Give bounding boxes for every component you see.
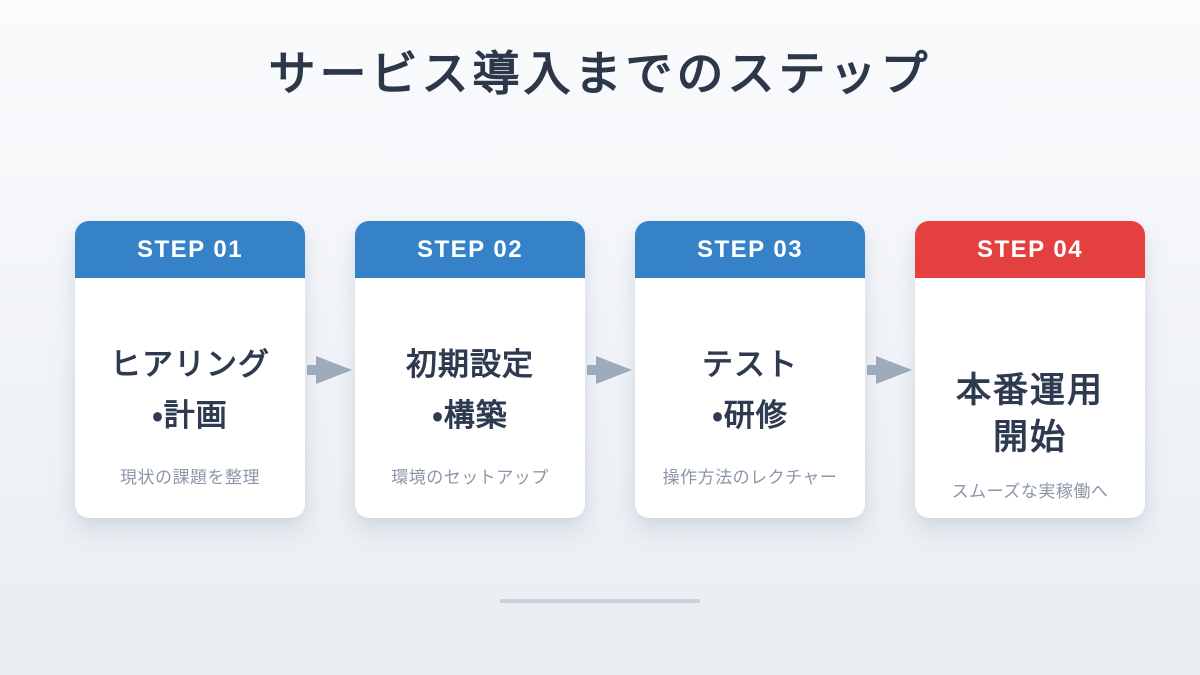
step-card-body: ヒアリング ・計画 現状の課題を整理: [75, 278, 305, 518]
arrow-right-glyph: [867, 355, 912, 384]
step-title-line1: 本番運用: [955, 370, 1104, 410]
arrow-right-icon: [305, 355, 355, 385]
step-title-line2: ・研修: [712, 397, 788, 433]
bottom-divider: [500, 599, 700, 603]
step-card-2: STEP 02 初期設定 ・構築 環境のセットアップ: [355, 221, 585, 518]
step-title-line2: ・構築: [432, 397, 508, 433]
step-title-line1: ヒアリング: [110, 346, 270, 382]
step-subtitle: 現状の課題を整理: [120, 468, 260, 487]
arrow-right-icon: [585, 355, 635, 385]
step-card-4: STEP 04 本番運用 開始 スムーズな実稼働へ: [915, 221, 1145, 518]
step-title-line1: 初期設定: [406, 346, 534, 382]
step-badge: STEP 01: [75, 221, 305, 278]
step-title: ヒアリング ・計画: [75, 278, 305, 463]
step-subtitle: 操作方法のレクチャー: [662, 468, 838, 487]
arrow-right-glyph: [307, 355, 352, 384]
step-badge-label: STEP 03: [696, 235, 804, 263]
step-title: 初期設定 ・構築: [355, 278, 585, 463]
step-badge: STEP 04: [915, 221, 1145, 278]
step-badge-label: STEP 02: [416, 235, 524, 263]
step-badge-label: STEP 04: [976, 235, 1084, 263]
step-badge-label: STEP 01: [136, 235, 244, 263]
page-title: サービス導入までのステップ: [268, 47, 932, 100]
step-title-line2: 開始: [992, 417, 1067, 457]
step-subtitle: スムーズな実稼働へ: [951, 482, 1109, 501]
steps-row: STEP 01 ヒアリング ・計画 現状の課題を整理 STEP 02: [0, 221, 1200, 518]
step-title: 本番運用 開始: [915, 278, 1145, 477]
step-card-3: STEP 03 テスト ・研修 操作方法のレクチャー: [635, 221, 865, 518]
arrow-right-icon: [865, 355, 915, 385]
step-badge: STEP 02: [355, 221, 585, 278]
step-card-1: STEP 01 ヒアリング ・計画 現状の課題を整理: [75, 221, 305, 518]
step-card-body: 本番運用 開始 スムーズな実稼働へ: [915, 278, 1145, 518]
step-badge: STEP 03: [635, 221, 865, 278]
step-title-line2: ・計画: [152, 397, 228, 433]
step-title: テスト ・研修: [635, 278, 865, 463]
step-card-body: 初期設定 ・構築 環境のセットアップ: [355, 278, 585, 518]
step-card-body: テスト ・研修 操作方法のレクチャー: [635, 278, 865, 518]
step-subtitle: 環境のセットアップ: [391, 468, 549, 487]
step-title-line1: テスト: [702, 346, 798, 382]
arrow-right-glyph: [587, 355, 632, 384]
